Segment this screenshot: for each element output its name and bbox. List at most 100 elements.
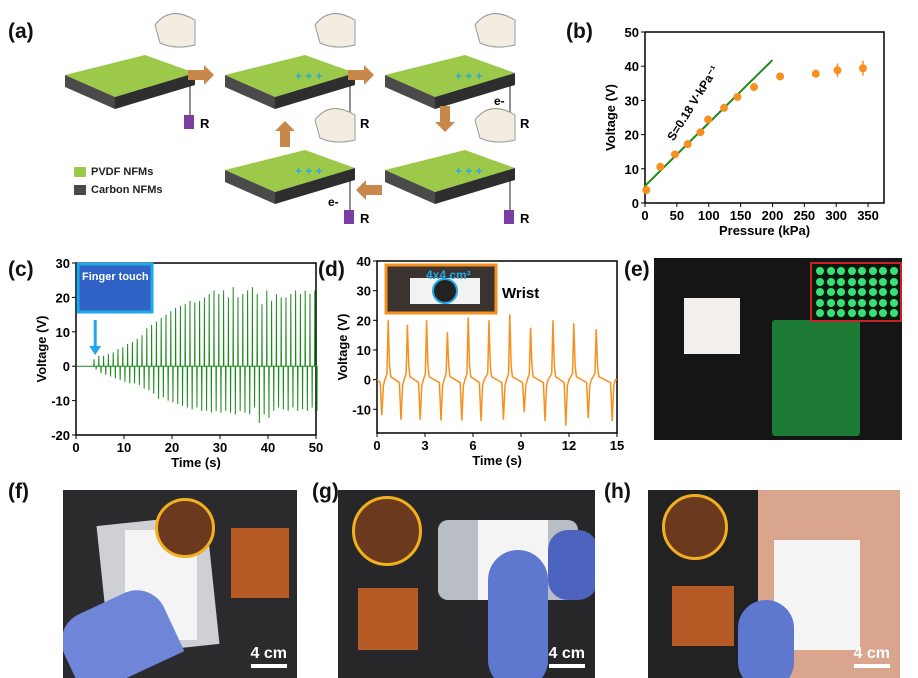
inset-photo — [76, 262, 154, 314]
legend-pvdf-label: PVDF NFMs — [91, 166, 154, 178]
x-tick-label: 0 — [72, 440, 79, 455]
panel-label-f: (f) — [8, 480, 29, 503]
y-tick-label: 30 — [357, 284, 371, 299]
sensitivity-annotation: S=0.18 V·kPa⁻¹ — [664, 63, 721, 143]
y-tick-label: 30 — [56, 256, 70, 271]
y-tick-label: 0 — [364, 373, 371, 388]
led-glow — [858, 309, 866, 317]
carbon-layer — [115, 73, 195, 109]
scale-label: 4 cm — [250, 645, 287, 662]
panel-label-a: (a) — [8, 20, 34, 43]
finger-icon — [314, 13, 356, 48]
carbon-layer — [435, 73, 515, 109]
data-point — [720, 103, 729, 112]
data-point — [858, 64, 867, 73]
charge-positive: + + + — [455, 164, 483, 178]
led-glow — [847, 267, 856, 275]
finger-touch-inset: Finger touch — [76, 262, 154, 314]
x-tick-label: 50 — [309, 440, 323, 455]
legend-pvdf: PVDF NFMs — [74, 166, 153, 178]
sensor-circle — [432, 278, 458, 304]
carbon-layer — [225, 170, 275, 204]
led-glow — [837, 298, 845, 307]
data-point — [704, 115, 713, 124]
led-glow — [826, 277, 835, 286]
led-glow — [826, 267, 835, 275]
led-board — [772, 320, 860, 436]
y-tick-label: 10 — [625, 162, 639, 177]
led-glow — [816, 267, 824, 275]
y-tick-label: -20 — [51, 428, 70, 443]
led-glow — [879, 309, 887, 317]
y-tick-label: 0 — [632, 196, 639, 211]
pvdf-layer — [385, 55, 515, 97]
led-glow — [889, 288, 898, 296]
led-glow — [879, 288, 887, 296]
data-point — [811, 69, 820, 78]
finger-icon — [154, 13, 196, 48]
wrist-annotation: Wrist — [502, 285, 539, 302]
finger-icon — [314, 108, 356, 143]
pvdf-layer — [225, 55, 355, 97]
led-glow — [858, 277, 866, 286]
data-point — [670, 150, 679, 159]
plot-frame — [75, 262, 317, 436]
y-tick-label: 40 — [625, 59, 639, 74]
led-glow — [868, 309, 877, 317]
resistor-label: R — [360, 116, 370, 131]
led-glow — [858, 288, 866, 296]
device-stage-1: R — [65, 13, 210, 131]
data-point — [642, 186, 651, 195]
led-board — [231, 528, 289, 598]
carbon-layer — [435, 168, 515, 204]
resistor — [344, 210, 354, 224]
led-glow — [889, 267, 898, 275]
led-glow — [868, 277, 877, 286]
photo-g: 4 cm — [338, 490, 595, 678]
led-glow — [816, 309, 824, 317]
zoom-circle — [352, 496, 422, 566]
x-tick-label: 3 — [421, 438, 428, 453]
carbon-layer — [385, 170, 435, 204]
finger-icon — [474, 13, 516, 48]
y-tick-label: 10 — [56, 325, 70, 340]
down-arrow-icon — [89, 346, 102, 355]
y-axis-label: Voltage (V) — [603, 84, 618, 151]
led-glow — [889, 277, 898, 286]
plot-frame — [376, 260, 618, 434]
y-tick-label: 30 — [625, 93, 639, 108]
resistor — [184, 115, 194, 129]
led-glow-inset — [810, 262, 902, 322]
x-tick-label: 100 — [698, 208, 720, 223]
x-tick-label: 50 — [670, 208, 684, 223]
x-tick-label: 40 — [261, 440, 275, 455]
led-glow — [847, 288, 856, 296]
y-tick-label: 50 — [625, 25, 639, 40]
y-tick-label: 40 — [357, 254, 371, 269]
electron-label: e- — [494, 94, 505, 108]
photo-e-led-array — [654, 258, 902, 440]
signal-trace — [376, 314, 617, 426]
resistor — [504, 210, 514, 224]
scale-bar: 4 cm — [250, 645, 287, 668]
gloved-hand — [738, 600, 794, 678]
process-arrow-icon — [356, 180, 382, 200]
scale-label: 4 cm — [853, 645, 890, 662]
device-stage-5: R — [225, 108, 370, 226]
x-tick-label: 12 — [562, 438, 576, 453]
process-arrow-icon — [188, 65, 214, 85]
panel-label-c: (c) — [8, 258, 34, 281]
panel-label-d: (d) — [318, 258, 345, 281]
led-glow — [816, 277, 824, 286]
data-point — [749, 83, 758, 92]
led-glow — [847, 277, 856, 286]
x-tick-label: 15 — [610, 438, 624, 453]
panel-label-h: (h) — [604, 480, 631, 503]
process-arrow-icon — [275, 121, 295, 147]
x-tick-label: 10 — [117, 440, 131, 455]
led-glow — [847, 298, 856, 307]
